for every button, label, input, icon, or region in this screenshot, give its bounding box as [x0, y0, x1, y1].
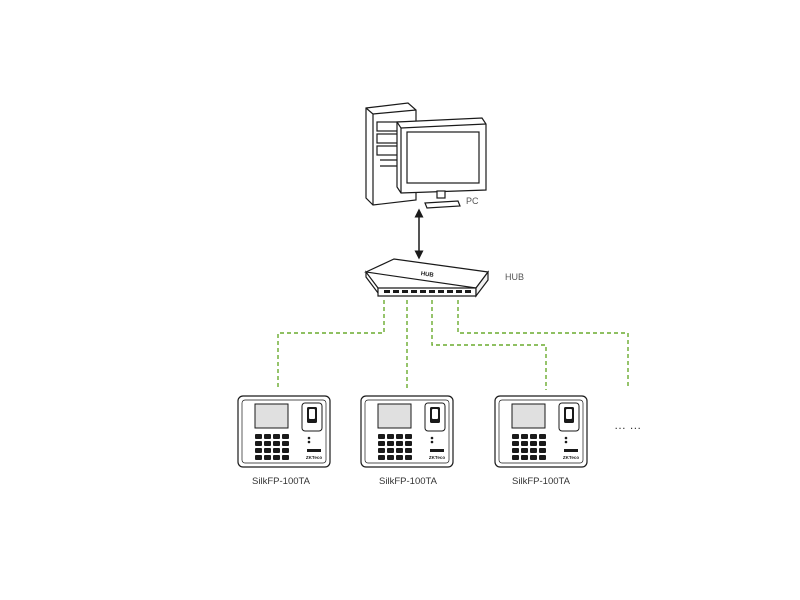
- keypad: [512, 434, 578, 460]
- link-device-1: [277, 300, 385, 390]
- device-label-3: SilkFP-100TA: [512, 476, 570, 487]
- network-hub-icon: [363, 258, 490, 298]
- brand-logo: ZKTeco: [429, 455, 445, 460]
- keypad: [255, 434, 321, 460]
- keypad: [378, 434, 444, 460]
- network-links: [277, 300, 629, 390]
- link-more-devices: [457, 300, 629, 388]
- hub-ports: [384, 290, 471, 293]
- pc-label: PC: [466, 196, 479, 206]
- fingerprint-terminal-icon: ZKTeco: [237, 395, 331, 468]
- computer-icon: [365, 102, 487, 209]
- device-label-2: SilkFP-100TA: [379, 476, 437, 487]
- hub-face-label: HUB: [420, 271, 434, 279]
- brand-logo: ZKTeco: [563, 455, 579, 460]
- pc-monitor: [396, 117, 487, 209]
- device-label-1: SilkFP-100TA: [252, 476, 310, 487]
- hub-label: HUB: [505, 272, 525, 282]
- link-device-3: [431, 300, 547, 390]
- fingerprint-terminal-icon: ZKTeco: [360, 395, 454, 468]
- more-devices-ellipsis: … …: [614, 418, 642, 432]
- brand-logo: ZKTeco: [306, 455, 322, 460]
- fingerprint-terminal-icon: ZKTeco: [494, 395, 588, 468]
